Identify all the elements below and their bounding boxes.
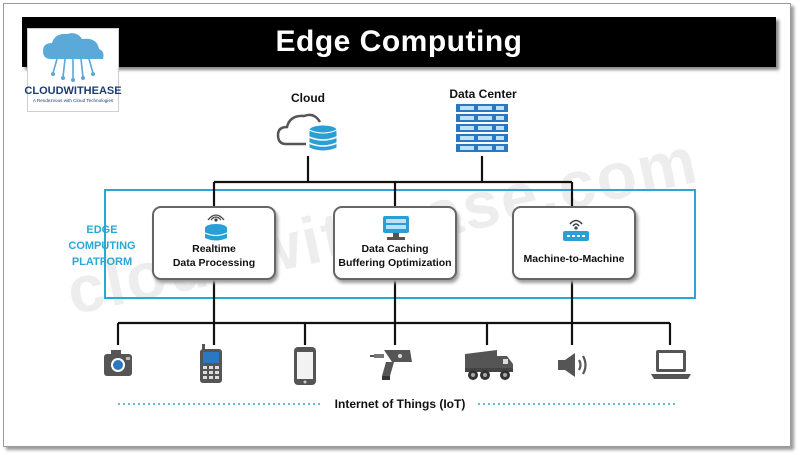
node-subtitle: Buffering Optimization	[338, 257, 452, 269]
m2m-router-icon	[563, 219, 589, 241]
edge-platform-border	[104, 189, 696, 299]
edge-platform-label-line: EDGE	[86, 224, 118, 236]
camera-icon	[104, 350, 132, 376]
node-realtime-processing: Realtime Data Processing	[152, 206, 276, 280]
brand-logo: CLOUDWITHEASE A Rendezvous with Cloud Te…	[24, 28, 122, 112]
node-subtitle: Data Processing	[172, 257, 256, 269]
edge-platform-label: EDGE COMPUTING PLATFORM	[66, 222, 138, 270]
edge-platform-label-line: COMPUTING	[68, 240, 136, 252]
page-title: Edge Computing	[275, 25, 523, 58]
feature-phone-icon	[200, 344, 222, 383]
node-data-caching: Data Caching Buffering Optimization	[333, 206, 457, 280]
laptop-icon	[651, 350, 691, 379]
data-center-icon	[456, 104, 508, 152]
speaker-icon	[558, 353, 587, 377]
cloud-storage-icon	[276, 113, 338, 152]
logo-name: CLOUDWITHEASE	[24, 85, 122, 97]
edge-platform-label-line: PLATFORM	[71, 256, 133, 268]
node-machine-to-machine: Machine-to-Machine	[512, 206, 636, 280]
logo-tagline: A Rendezvous with Cloud Technologies	[32, 98, 114, 103]
realtime-database-icon	[204, 214, 228, 241]
caching-server-icon	[383, 216, 409, 240]
node-title: Machine-to-Machine	[523, 253, 625, 265]
cloud-label: Cloud	[291, 91, 325, 105]
dump-truck-icon	[465, 350, 513, 380]
datacenter-label: Data Center	[449, 87, 517, 101]
iot-label: Internet of Things (IoT)	[334, 397, 466, 411]
cloud-circuit-logo-icon	[43, 33, 104, 82]
title-bar: Edge Computing	[22, 17, 776, 67]
node-title: Data Caching	[361, 243, 429, 255]
node-title: Realtime	[192, 243, 236, 255]
smartphone-icon	[294, 347, 316, 385]
drill-icon	[370, 350, 412, 380]
